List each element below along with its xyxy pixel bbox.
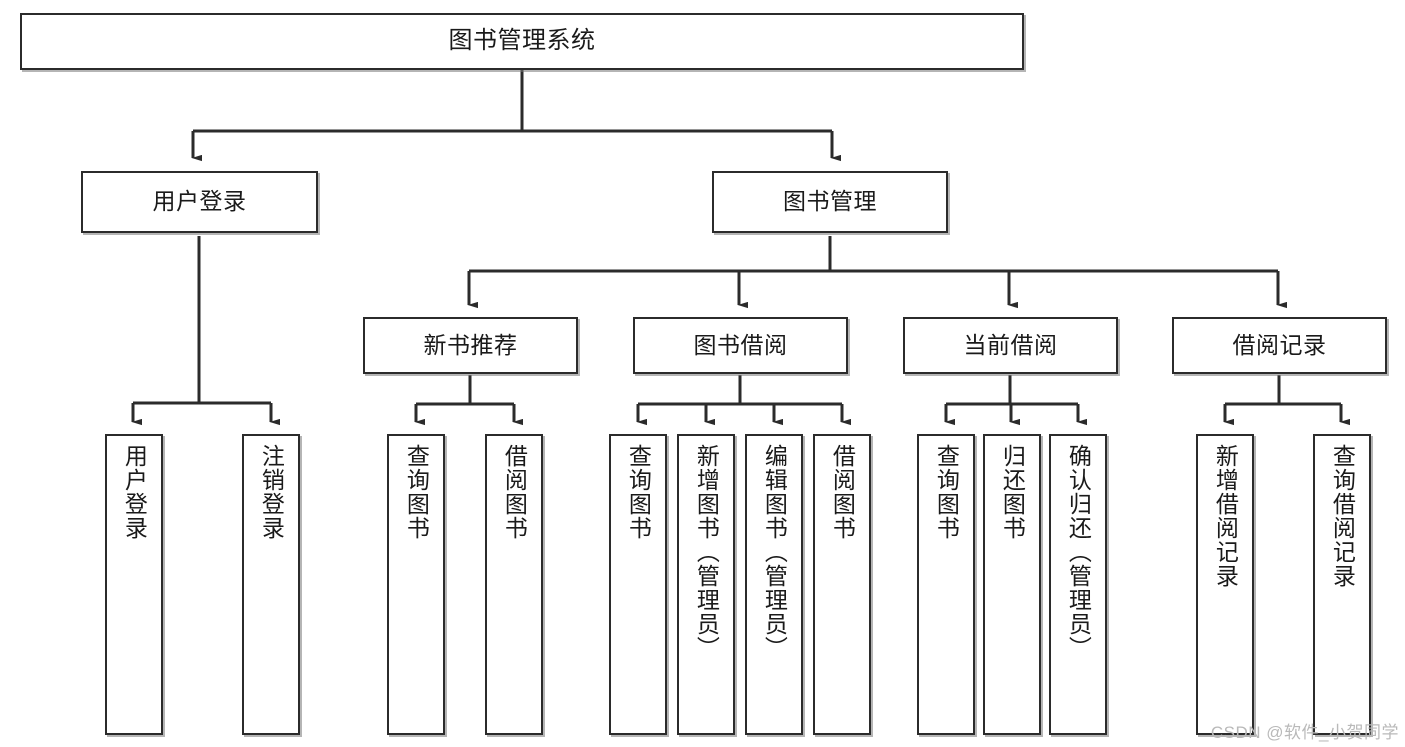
node-label: 用户登录 — [121, 444, 148, 540]
leaf-confirm-return[interactable]: 确认归还（管理员） — [1049, 434, 1107, 735]
leaf-user-login[interactable]: 用户登录 — [105, 434, 163, 735]
node-root-book-management-system[interactable]: 图书管理系统 — [20, 13, 1024, 70]
node-label: 编辑图书（管理员） — [761, 444, 788, 660]
node-label: 借阅图书 — [829, 444, 856, 540]
leaf-logout-login[interactable]: 注销登录 — [242, 434, 300, 735]
node-label: 新增借阅记录 — [1212, 444, 1239, 588]
leaf-query-book-1[interactable]: 查询图书 — [387, 434, 445, 735]
node-label: 用户登录 — [152, 188, 247, 215]
node-book-borrow[interactable]: 图书借阅 — [633, 317, 848, 374]
node-book-management[interactable]: 图书管理 — [712, 171, 948, 233]
leaf-borrow-book-1[interactable]: 借阅图书 — [485, 434, 543, 735]
node-label: 新书推荐 — [423, 331, 518, 358]
node-current-borrow[interactable]: 当前借阅 — [903, 317, 1118, 374]
csdn-watermark: CSDN @软件_小贺同学 — [1210, 723, 1399, 742]
node-label: 查询图书 — [403, 444, 430, 540]
node-label: 注销登录 — [258, 444, 285, 540]
leaf-query-book-3[interactable]: 查询图书 — [917, 434, 975, 735]
node-label: 图书管理系统 — [448, 27, 596, 55]
node-label: 查询图书 — [933, 444, 960, 540]
node-label: 图书借阅 — [693, 331, 788, 358]
node-label: 归还图书 — [999, 444, 1026, 540]
node-label: 借阅图书 — [501, 444, 528, 540]
node-label: 查询借阅记录 — [1329, 444, 1356, 588]
leaf-edit-book[interactable]: 编辑图书（管理员） — [745, 434, 803, 735]
node-label: 图书管理 — [783, 188, 877, 215]
node-borrow-record[interactable]: 借阅记录 — [1172, 317, 1387, 374]
node-label: 当前借阅 — [963, 331, 1058, 358]
node-label: 借阅记录 — [1232, 331, 1327, 358]
node-user-login[interactable]: 用户登录 — [81, 171, 318, 233]
node-label: 新增图书（管理员） — [693, 444, 720, 660]
leaf-return-book[interactable]: 归还图书 — [983, 434, 1041, 735]
leaf-query-book-2[interactable]: 查询图书 — [609, 434, 667, 735]
node-label: 查询图书 — [625, 444, 652, 540]
leaf-query-record[interactable]: 查询借阅记录 — [1313, 434, 1371, 735]
node-label: 确认归还（管理员） — [1065, 444, 1092, 660]
leaf-add-record[interactable]: 新增借阅记录 — [1196, 434, 1254, 735]
leaf-add-book[interactable]: 新增图书（管理员） — [677, 434, 735, 735]
leaf-borrow-book-2[interactable]: 借阅图书 — [813, 434, 871, 735]
node-new-book-recommend[interactable]: 新书推荐 — [363, 317, 578, 374]
